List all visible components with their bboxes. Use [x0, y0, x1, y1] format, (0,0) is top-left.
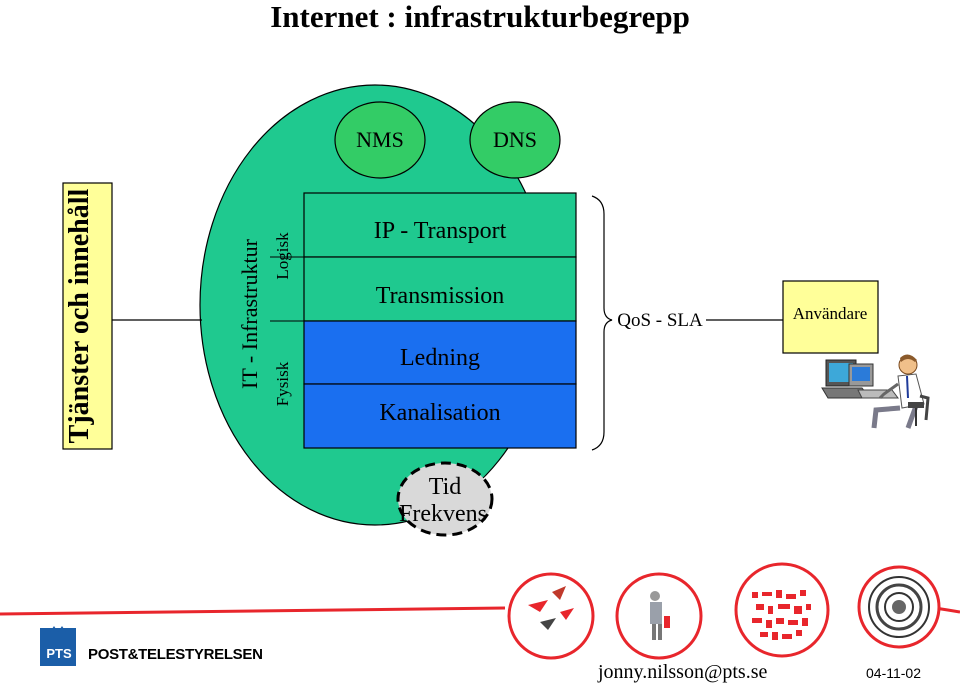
- layer-kanalisation-label: Kanalisation: [379, 400, 501, 426]
- arrows-circle-icon: [507, 572, 595, 660]
- services-content-label: Tjänster och innehåll: [64, 188, 95, 444]
- pts-brand-name: POST&TELESTYRELSEN: [88, 646, 263, 663]
- layer-ledning-box: [303, 320, 577, 385]
- services-box: [62, 182, 113, 450]
- layer-ledning-label: Ledning: [400, 345, 480, 371]
- dns-circle: [469, 101, 561, 179]
- resource-time-label: Tid: [428, 474, 462, 500]
- pattern-circle-icon: [734, 562, 830, 658]
- dns-label: DNS: [492, 127, 537, 152]
- slide-date: 04-11-02: [866, 665, 922, 681]
- qos-sla-label: QoS - SLA: [617, 310, 703, 331]
- rings-circle-icon: [857, 565, 941, 649]
- physical-label: Fysisk: [273, 361, 292, 407]
- people-circle-icon: [615, 572, 703, 660]
- logical-label: Logisk: [273, 232, 292, 280]
- user-label: Användare: [792, 304, 868, 323]
- footer-line: [0, 606, 506, 616]
- nms-circle: [334, 101, 426, 179]
- resource-circle: [396, 461, 494, 537]
- resource-frequency-label: Frekvens: [399, 501, 487, 527]
- nms-label: NMS: [356, 127, 404, 152]
- pts-crown-logo-icon: [40, 626, 76, 666]
- layer-transmission-box: [303, 256, 577, 322]
- pts-logo-text: PTS: [46, 646, 72, 661]
- layer-ip-transport-label: IP - Transport: [373, 218, 507, 244]
- user-box: [782, 280, 879, 354]
- it-infrastructure-label: IT - Infrastruktur: [237, 239, 262, 389]
- layer-transmission-label: Transmission: [375, 283, 505, 309]
- layer-kanalisation-box: [303, 383, 577, 449]
- computer-user-icon: [821, 354, 930, 429]
- author-email: jonny.nilsson@pts.se: [598, 661, 768, 683]
- page-title: Internet : infrastrukturbegrepp: [270, 0, 690, 34]
- qos-brace: [591, 195, 613, 451]
